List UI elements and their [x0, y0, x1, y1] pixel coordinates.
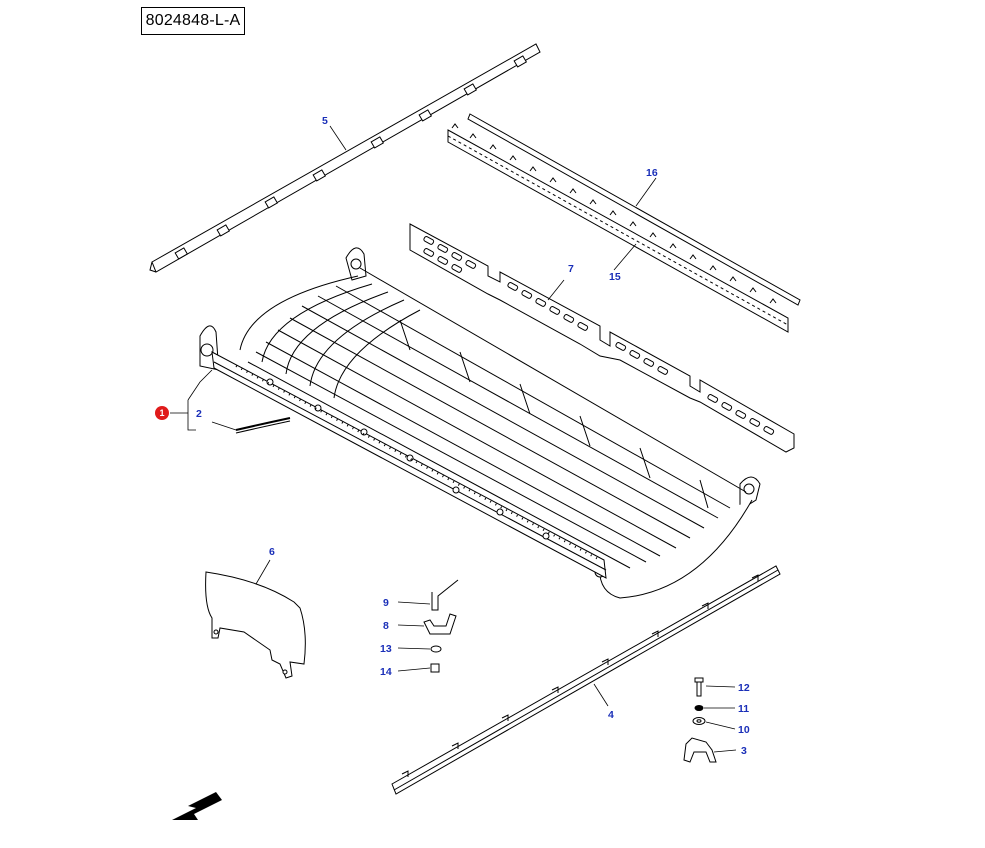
callout-3[interactable]: 3	[741, 745, 747, 757]
part-12-lock-washer[interactable]	[694, 705, 704, 711]
callout-8[interactable]: 8	[383, 620, 389, 632]
part-5-upper-rail[interactable]	[149, 43, 541, 273]
part-15-serrated-bar[interactable]	[447, 123, 789, 333]
part-8-bracket[interactable]	[423, 613, 457, 635]
callout-11[interactable]: 12	[738, 682, 750, 694]
callout-6[interactable]: 6	[269, 546, 275, 558]
part-1-concave-grate[interactable]	[199, 247, 761, 599]
callout-7[interactable]: 7	[568, 263, 574, 275]
callout-10[interactable]: 10	[738, 724, 750, 736]
part-4-lower-bar[interactable]	[391, 565, 781, 795]
callout-13[interactable]: 13	[380, 643, 392, 655]
part-7-slotted-plate[interactable]	[409, 223, 795, 453]
part-10-flat-washer[interactable]	[692, 717, 706, 725]
callout-14[interactable]: 14	[380, 666, 392, 678]
part-9-bent-rod[interactable]	[431, 579, 459, 611]
part-6-cover-plate[interactable]	[205, 571, 306, 679]
part-2-curved-bar[interactable]	[235, 417, 291, 434]
part-14-nut[interactable]	[430, 663, 440, 673]
callout-2[interactable]: 2	[196, 408, 202, 420]
part-16-rod[interactable]	[467, 113, 801, 306]
callout-9[interactable]: 9	[383, 597, 389, 609]
leader-lines	[170, 125, 737, 753]
reference-code-label: 8024848-L-A	[141, 7, 245, 35]
part-13-washer[interactable]	[430, 645, 442, 653]
callout-15[interactable]: 15	[609, 271, 621, 283]
callout-16[interactable]: 16	[646, 167, 658, 179]
callout-12[interactable]: 11	[738, 703, 750, 715]
part-3-clamp[interactable]	[683, 737, 717, 763]
callout-5[interactable]: 5	[322, 115, 328, 127]
callout-4[interactable]: 4	[608, 709, 614, 721]
arrow-down-left-icon	[172, 792, 222, 820]
main-item-badge[interactable]: 1	[155, 406, 169, 420]
part-11-bolt[interactable]	[694, 677, 704, 697]
